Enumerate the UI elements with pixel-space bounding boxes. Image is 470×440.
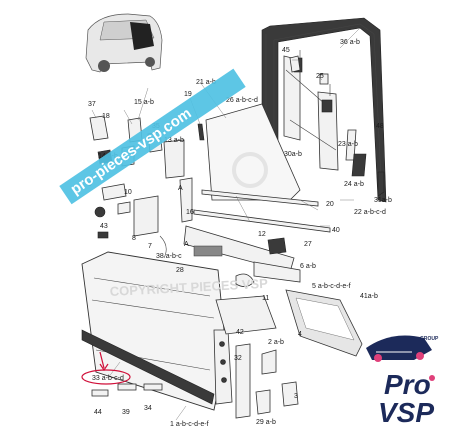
- callout-c40: 40: [332, 227, 340, 234]
- callout-c1: 1 a-b-c-d-e-f: [170, 421, 209, 428]
- mirror-11: [215, 295, 277, 335]
- callout-c24: 24 a-b: [344, 181, 364, 188]
- clip-43: [97, 231, 109, 239]
- callout-c3: 3: [294, 393, 298, 400]
- callout-c22: 22 a-b-c-d: [354, 209, 386, 216]
- part-45: [289, 55, 301, 73]
- trim-pad: [193, 245, 223, 257]
- callout-cA1: A: [178, 185, 183, 192]
- callout-c19: 19: [184, 91, 192, 98]
- plate-34: [143, 383, 163, 391]
- callout-c33: 33 a-b-c-d: [92, 375, 124, 382]
- plate-8: [133, 195, 159, 237]
- callout-c29: 29 a-b: [256, 419, 276, 426]
- cable-7: [159, 235, 167, 259]
- callout-c28: 28: [176, 267, 184, 274]
- part-25: [319, 73, 329, 85]
- strip-40: [193, 209, 331, 233]
- part-27: [267, 237, 287, 255]
- plate-39: [117, 383, 137, 391]
- callout-c18: 18: [102, 113, 110, 120]
- callout-c20: 20: [326, 201, 334, 208]
- provsp-logo: GROUP Pro VSP: [366, 335, 439, 428]
- callout-cA2: A: [184, 241, 189, 248]
- callout-c26: 26 a-b-c-d: [226, 97, 258, 104]
- leader-lines: [91, 27, 361, 421]
- callout-c11: 11: [262, 295, 269, 302]
- callout-c36: 36 a-b: [340, 39, 360, 46]
- callout-c5: 5 a-b-c-d-e-f: [312, 283, 351, 290]
- callout-c12: 12: [258, 231, 266, 238]
- logo-tagline: GROUP: [420, 336, 439, 342]
- part-31: [377, 171, 385, 197]
- handle-28: [235, 273, 255, 287]
- callout-c39: 39: [122, 409, 130, 416]
- callout-c25: 25: [316, 73, 324, 80]
- callout-c6: 6 a-b: [300, 263, 316, 270]
- callout-c23: 23 a-b: [338, 141, 358, 148]
- callout-c30: 30a-b: [284, 151, 302, 158]
- door-glass: [205, 103, 301, 201]
- callout-c43: 43: [100, 223, 108, 230]
- callout-c41: 41a-b: [360, 293, 378, 300]
- callout-c45: 45: [282, 47, 290, 54]
- callout-c34: 34: [144, 405, 152, 412]
- pin-19: [197, 123, 205, 141]
- car-thumbnail: [85, 13, 163, 73]
- callout-c16: 16: [186, 209, 194, 216]
- callout-c2: 2 a-b: [268, 339, 284, 346]
- strip-20: [201, 189, 319, 207]
- exterior-handles: [94, 183, 131, 218]
- callout-c38: 38 a-b-c: [156, 253, 182, 260]
- callout-c13: 13 a-b: [164, 137, 184, 144]
- seal-33: [81, 329, 215, 405]
- logo-line2: VSP: [378, 397, 434, 428]
- callout-c42: 42: [236, 329, 244, 336]
- callout-c7: 7: [148, 243, 152, 250]
- callout-c15: 15 a-b: [134, 99, 154, 106]
- plate-44: [91, 389, 109, 397]
- callout-c44: 44: [94, 409, 102, 416]
- callout-c37: 37: [88, 101, 96, 108]
- callout-c4: 4: [298, 331, 302, 338]
- callout-c48: 48: [376, 123, 384, 130]
- logo-line1: Pro: [384, 369, 431, 400]
- callout-c10: 10: [124, 189, 132, 196]
- part-24: [351, 153, 367, 177]
- callout-c8: 8: [132, 235, 136, 242]
- callout-c32: 32: [234, 355, 242, 362]
- door-hinges: [235, 343, 299, 419]
- callout-c31: 31a-b: [374, 197, 392, 204]
- callout-c21: 21 a-b: [196, 79, 216, 86]
- trim-6: [253, 261, 301, 283]
- highlight-part-33: [81, 351, 131, 385]
- callout-c27: 27: [304, 241, 312, 248]
